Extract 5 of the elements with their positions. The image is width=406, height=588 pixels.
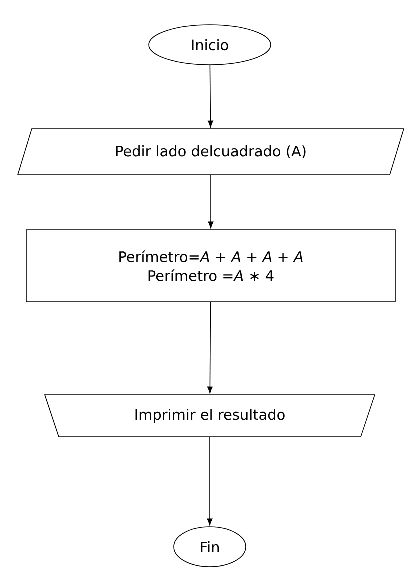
arrow xyxy=(208,174,214,229)
process-box: Perímetro=A + A + A + A Perímetro =A ∗ 4 xyxy=(26,230,396,302)
arrow xyxy=(207,436,213,526)
arrow xyxy=(208,64,214,128)
arrow xyxy=(207,302,213,394)
